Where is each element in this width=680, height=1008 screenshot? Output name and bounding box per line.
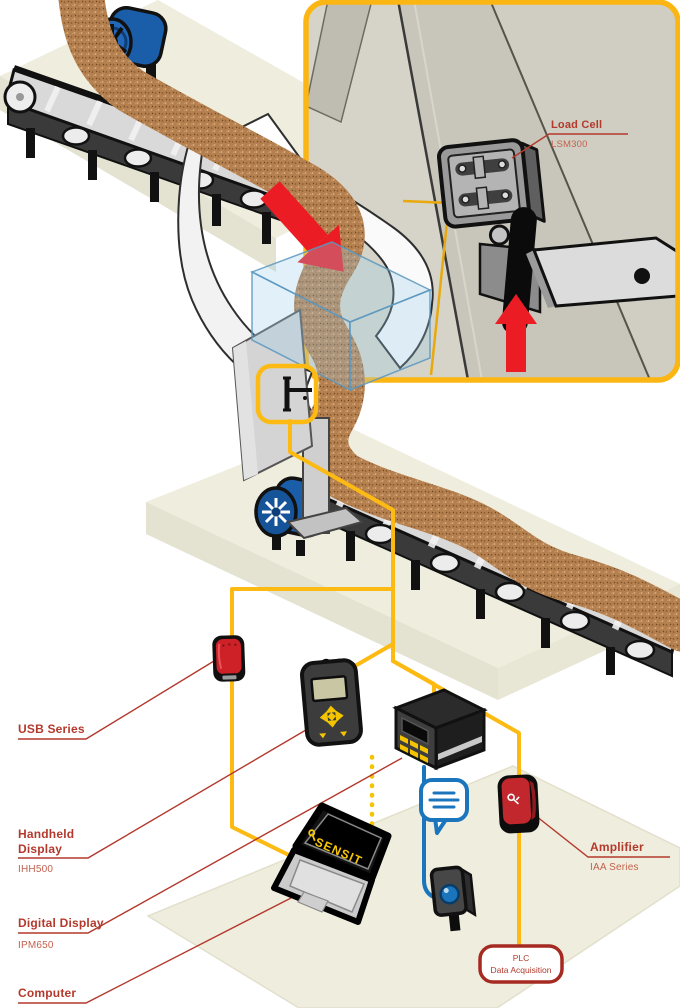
material-stream-lower: [312, 448, 680, 652]
display-screen: [401, 716, 429, 746]
model-loadcell: LSM300: [551, 139, 588, 150]
speed-sensor: [429, 865, 477, 932]
plc-line2: Data Acquisition: [491, 965, 552, 975]
label-usb-series: USB Series: [18, 722, 85, 736]
motor2-starburst: [262, 498, 290, 526]
panel-highlight: [233, 341, 258, 480]
label-amplifier: Amplifier: [590, 840, 644, 854]
wire-to-plc: [391, 659, 521, 948]
model-digital-display: IPM650: [18, 940, 54, 951]
plc-box: PLC Data Acquisition: [478, 944, 564, 984]
wire-loadcell-drop: [288, 419, 395, 663]
laptop-touchpad: [297, 891, 329, 913]
material-stream: [58, 0, 680, 652]
flow-direction-arrow: [260, 181, 344, 272]
weigh-frame: [231, 308, 365, 540]
leader-loadcell: [511, 133, 628, 159]
label-handheld-line1: Handheld: [18, 827, 74, 841]
material-stream-upper: [58, 0, 378, 506]
loadcell-lever-arm: [526, 236, 678, 308]
label-computer: Computer: [18, 986, 76, 1000]
loadcell-highlight-box: [255, 363, 319, 425]
usb-stick: [212, 635, 246, 682]
laptop-keyboard: [289, 859, 365, 913]
digital-display-device: [392, 688, 488, 771]
sensor-lens: [439, 883, 460, 905]
device-table-platform: [146, 765, 680, 1008]
force-direction-arrow: [495, 294, 537, 372]
conveyor1-legs: [26, 128, 271, 244]
model-amplifier: IAA Series: [590, 862, 639, 873]
leader-computer: [18, 897, 292, 1004]
plc-line1: PLC: [513, 953, 530, 963]
chat-bubble-icon: [419, 778, 469, 835]
leader-handheld: [18, 726, 312, 859]
handheld-screen: [310, 675, 349, 703]
handheld-display-device: [300, 658, 363, 747]
amplifier-logo-icon: [507, 793, 520, 805]
weigh-hopper-box: [250, 241, 432, 392]
inset-left-post: [306, 2, 373, 124]
ball-stud: [488, 224, 510, 246]
handheld-keypad: [319, 705, 348, 739]
loadcell-bracket: [283, 376, 312, 412]
pulley-hub: [16, 93, 24, 101]
weigh-base-plate: [286, 506, 365, 540]
model-handheld: IHH500: [18, 864, 53, 875]
label-handheld-line2: Display: [18, 842, 62, 856]
wire-usb-to-laptop: [230, 587, 395, 867]
display-buttons: [400, 735, 428, 763]
leader-digital: [18, 757, 403, 934]
leader-usb: [18, 660, 215, 740]
callout-labels: Load Cell LSM300 USB Series Handheld Dis…: [18, 119, 644, 1000]
laptop: SENSIT: [271, 802, 392, 925]
inset-structure: [306, 2, 678, 380]
leader-amplifier: [535, 815, 670, 858]
loadcell-assembly: [436, 138, 546, 246]
label-digital-display: Digital Display: [18, 916, 104, 930]
conveyor2-legs: [346, 531, 615, 675]
callout-leaders: [18, 133, 670, 1004]
amplifier-device: [497, 774, 540, 834]
sensit-key-icon: [308, 829, 316, 837]
conveyor2-rollers: [364, 523, 656, 661]
laptop-screen: [303, 813, 382, 870]
label-loadcell: Load Cell: [551, 119, 602, 131]
